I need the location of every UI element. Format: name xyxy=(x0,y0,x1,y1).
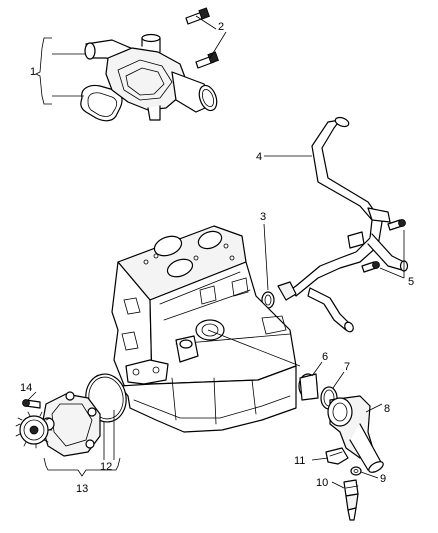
callout-13: 13 xyxy=(76,483,88,495)
leader-9 xyxy=(360,471,379,479)
callout-10: 10 xyxy=(316,477,328,489)
callout-11: 11 xyxy=(294,455,305,467)
water-pump-gear xyxy=(15,411,53,449)
coolant-flange-assembly xyxy=(80,7,219,122)
leader-6 xyxy=(311,361,323,377)
water-pump xyxy=(15,391,101,457)
callout-9: 9 xyxy=(380,473,386,485)
callout-2: 2 xyxy=(218,21,224,33)
pipe-bolt-lower xyxy=(361,261,380,273)
callout-6: 6 xyxy=(322,351,328,363)
leader-10 xyxy=(331,481,345,489)
flange-bolt-lower xyxy=(195,51,219,69)
retaining-clip xyxy=(325,447,349,465)
leader-block-to-6 xyxy=(207,329,301,367)
bracket-13 xyxy=(43,457,121,477)
callout-4: 4 xyxy=(256,151,262,163)
callout-14: 14 xyxy=(20,382,32,394)
engine-block xyxy=(111,225,297,433)
thermostat xyxy=(298,373,319,401)
callout-7: 7 xyxy=(344,361,350,373)
leader-8 xyxy=(365,403,383,413)
leader-7 xyxy=(332,371,345,389)
leader-14 xyxy=(27,391,37,401)
callout-12: 12 xyxy=(100,461,112,473)
callout-1: 1 xyxy=(30,66,36,78)
flange-bolt-upper xyxy=(185,7,210,25)
leader-3 xyxy=(263,223,269,291)
bracket-1 xyxy=(35,37,52,105)
sensor-seal xyxy=(350,466,362,476)
water-pump-bolt xyxy=(22,399,41,409)
callout-3: 3 xyxy=(260,211,266,223)
pipe-bolt-upper xyxy=(387,219,406,231)
leader-11 xyxy=(311,457,329,461)
callout-8: 8 xyxy=(384,403,390,415)
coolant-pipe xyxy=(277,116,409,333)
callout-5: 5 xyxy=(408,276,414,288)
flange-housing xyxy=(105,47,187,111)
temperature-sensor xyxy=(343,479,359,521)
leader-5b xyxy=(379,267,405,279)
thermostat-housing xyxy=(327,395,384,473)
